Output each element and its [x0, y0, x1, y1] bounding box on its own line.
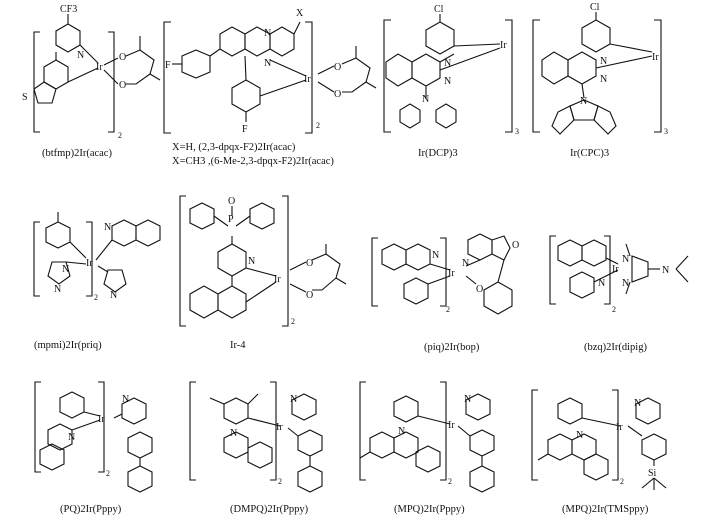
atom-label: Si: [648, 468, 657, 479]
atom-label: N: [62, 264, 69, 275]
atom-label: Cl: [590, 2, 600, 13]
atom-label: Ir: [96, 62, 103, 73]
caption-pq-ir-pppy: (PQ)2Ir(Pppy): [60, 504, 122, 515]
atom-label: Ir: [652, 52, 659, 63]
atom-label: O: [306, 258, 313, 269]
atom-label: N: [634, 398, 641, 409]
atom-label: S: [22, 92, 28, 103]
atom-label: O: [306, 290, 313, 301]
atom-label: N: [600, 74, 607, 85]
atom-label: N: [398, 426, 405, 437]
subscript: 3: [664, 127, 668, 136]
atom-label: Ir: [612, 264, 619, 275]
atom-label: Ir: [448, 268, 455, 279]
atom-label: N: [576, 430, 583, 441]
atom-label: Cl: [434, 4, 444, 15]
atom-label: Ir: [448, 420, 455, 431]
atom-label: F: [165, 60, 171, 71]
atom-label: Ir: [276, 422, 283, 433]
atom-label: X: [296, 8, 304, 19]
caption-dmpq-ir-pppy: (DMPQ)2Ir(Pppy): [230, 504, 309, 515]
subscript: 2: [620, 477, 624, 486]
atom-label: O: [334, 62, 341, 73]
atom-label: N: [444, 76, 451, 87]
structure-ir-cpc: [532, 12, 662, 135]
caption-dpqx-h: X=H, (2,3-dpqx-F2)2Ir(acac): [172, 142, 296, 153]
subscript: 3: [515, 127, 519, 136]
atom-label: Ir: [274, 274, 281, 285]
atom-label: N: [68, 432, 75, 443]
subscript: 2: [446, 305, 450, 314]
atom-label: N: [122, 394, 129, 405]
atom-label: N: [264, 28, 271, 39]
atom-label: N: [230, 428, 237, 439]
atom-label: CF3: [60, 4, 77, 15]
structure-pq-ir-pppy: [34, 381, 153, 493]
atom-label: Ir: [98, 414, 105, 425]
atom-label: Ir: [500, 40, 507, 51]
caption-ir-4: Ir-4: [230, 340, 246, 351]
atom-label: N: [662, 265, 669, 276]
atom-label: N: [600, 56, 607, 67]
caption-ir-dcp: Ir(DCP)3: [418, 148, 458, 159]
atom-label: F: [242, 124, 248, 135]
structure-bzq-ir-dipig: [549, 235, 689, 305]
atom-label: O: [228, 196, 235, 207]
atom-label: N: [432, 250, 439, 261]
atom-label: O: [119, 52, 126, 63]
structure-piq-ir-bop: [371, 233, 513, 315]
atom-label: Ir: [86, 258, 93, 269]
atom-label: N: [462, 258, 469, 269]
atom-label: N: [77, 50, 84, 61]
atom-label: O: [512, 240, 519, 251]
caption-mpmi-ir-priq: (mpmi)2Ir(priq): [34, 340, 102, 351]
structure-ir-dcp: [383, 14, 513, 133]
caption-btfmp-ir-acac: (btfmp)2Ir(acac): [42, 148, 112, 159]
atom-label: N: [422, 94, 429, 105]
atom-label: N: [248, 256, 255, 267]
atom-label: Ir: [304, 74, 311, 85]
atom-label: N: [622, 254, 629, 265]
atom-label: N: [598, 278, 605, 289]
caption-mpq-ir-tmsppy: (MPQ)2Ir(TMSppy): [562, 504, 649, 515]
structure-mpmi-ir-priq: [33, 212, 161, 297]
caption-ir-cpc: Ir(CPC)3: [570, 148, 610, 159]
atom-label: O: [476, 284, 483, 295]
subscript: 2: [94, 293, 98, 302]
subscript: 2: [316, 121, 320, 130]
atom-label: N: [580, 96, 587, 107]
structure-mpq-ir-tmsppy: [531, 389, 667, 490]
atom-label: O: [119, 80, 126, 91]
caption-piq-ir-bop: (piq)2Ir(bop): [424, 342, 480, 353]
atom-label: N: [104, 222, 111, 233]
atom-label: N: [264, 58, 271, 69]
atom-label: N: [110, 290, 117, 301]
structure-mpq-ir-pppy: [359, 381, 495, 493]
atom-label: N: [444, 58, 451, 69]
subscript: 2: [291, 317, 295, 326]
subscript: 2: [612, 305, 616, 314]
atom-label: Ir: [616, 422, 623, 433]
structure-btfmp-ir-acac: [33, 14, 161, 133]
atom-label: N: [464, 394, 471, 405]
atom-label: N: [290, 394, 297, 405]
atom-label: N: [54, 284, 61, 295]
caption-mpq-ir-pppy: (MPQ)2Ir(Pppy): [394, 504, 465, 515]
structure-dmpq-ir-pppy: [189, 381, 323, 493]
structure-dpqx-ir-acac: [163, 21, 377, 134]
caption-dpqx-me: X=CH3 ,(6-Me-2,3-dpqx-F2)2Ir(acac): [172, 156, 334, 167]
structure-ir-4: [179, 195, 347, 327]
caption-bzq-ir-dipig: (bzq)2Ir(dipig): [584, 342, 647, 353]
subscript: 2: [448, 477, 452, 486]
atom-label: O: [334, 89, 341, 100]
subscript: 2: [278, 477, 282, 486]
subscript: 2: [106, 469, 110, 478]
atom-label: N: [622, 278, 629, 289]
atom-label: P: [228, 214, 234, 225]
subscript: 2: [118, 131, 122, 140]
